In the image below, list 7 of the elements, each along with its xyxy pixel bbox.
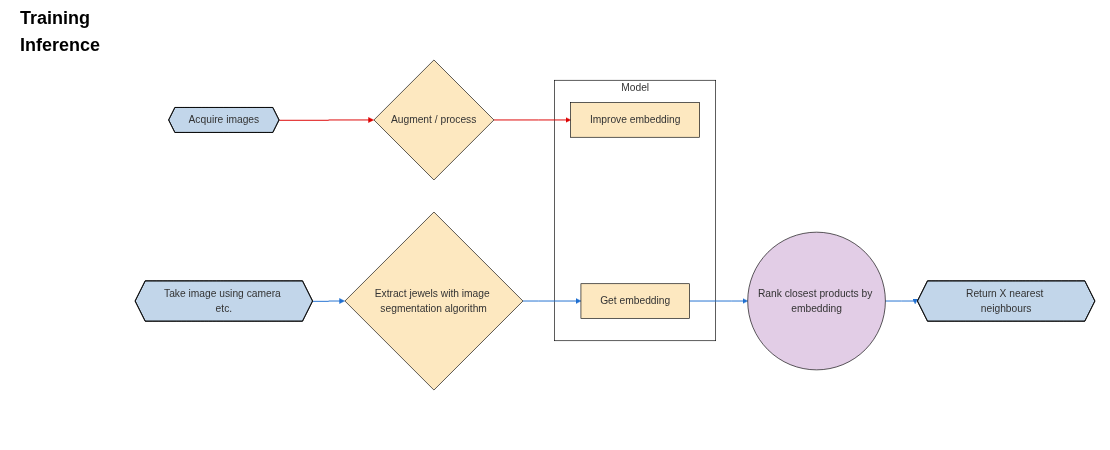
node-box: Improve embedding — [570, 102, 700, 138]
section-heading: Inference — [20, 35, 101, 56]
node-diamond: Extract jewels with image segmentation algorithm — [344, 211, 524, 391]
node-box: Get embedding — [580, 283, 690, 319]
node-diamond: Augment / process — [373, 59, 495, 181]
section-heading: Training — [20, 8, 91, 29]
node-circle: Rank closest products by embedding — [747, 231, 886, 371]
